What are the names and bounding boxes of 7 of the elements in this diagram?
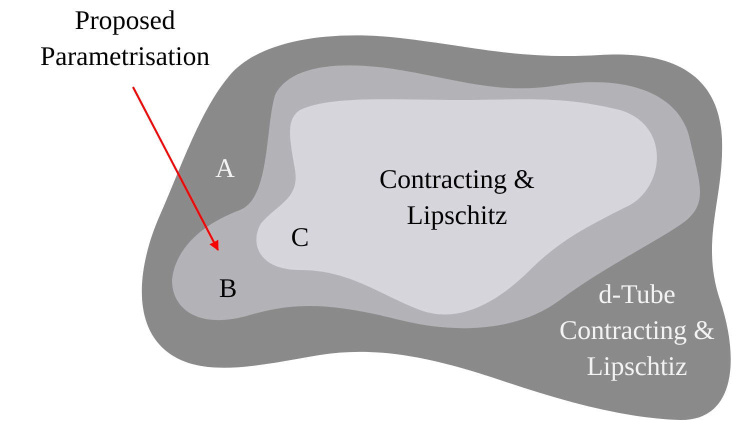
arrow [132,86,219,251]
region-label: A [214,152,236,185]
region-label: C [290,221,310,254]
region-label: B [218,272,238,305]
annotation-text: Proposed Parametrisation [39,4,211,73]
region-label: Contracting & Lipschitz [378,163,536,232]
region-label: d-Tube Contracting & Lipschtiz [558,278,716,383]
